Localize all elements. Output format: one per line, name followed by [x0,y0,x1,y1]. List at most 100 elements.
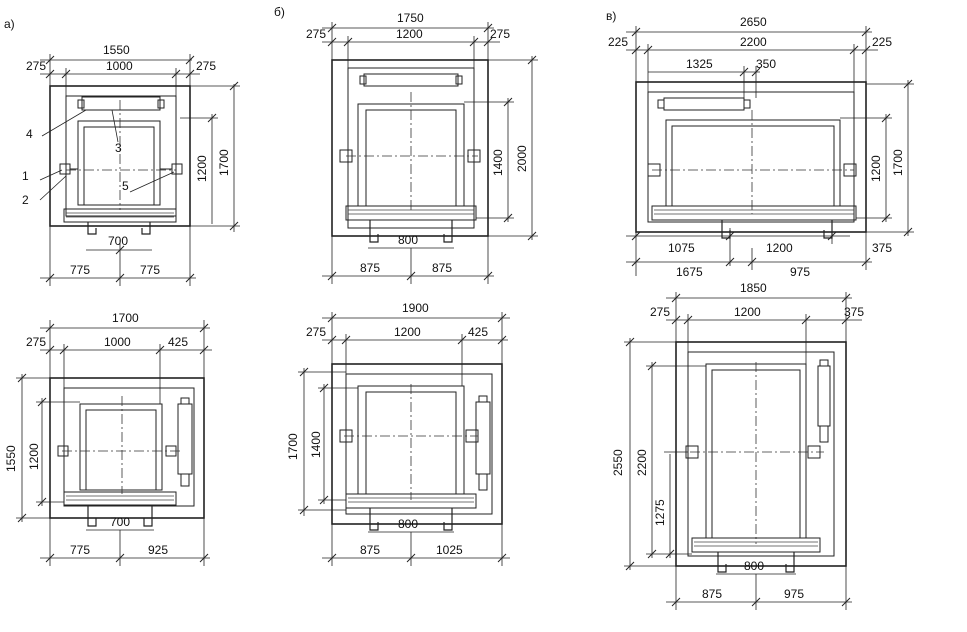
dim-b1-top-total: 1750 [397,11,424,25]
dimension-tick [115,273,125,283]
panel-label-a: а) [4,17,15,31]
dim-b1-right-total: 2000 [515,145,529,172]
counterweight [663,97,745,111]
dimension-tick [751,67,761,77]
dimension-tick [671,293,681,303]
dimension-tick [631,27,641,37]
dimension-tick [327,271,337,281]
dim-a2-top-inner: 1000 [104,335,131,349]
dim-v2-bottom-left: 875 [702,587,722,601]
guide-rail-left [59,163,71,175]
shaft-inner-wall [345,373,493,515]
dimension-tick [327,37,337,47]
dim-b2-left-total: 1700 [286,433,300,460]
dimension-tick [881,213,891,223]
dim-b1-top-right: 275 [490,27,510,41]
dim-b1-door: 800 [398,233,418,247]
dimension-tick [631,257,641,267]
dim-v1-right-inner: 1200 [869,155,883,182]
door-strip [651,205,857,221]
dimension-tick [497,313,507,323]
shaft-inner-wall [63,387,195,507]
dim-v1-top-sub-right: 350 [756,57,776,71]
dimension-tick [751,597,761,607]
dim-a1-top-total: 1550 [103,43,130,57]
dimension-tick [625,337,635,347]
dimension-tick [631,45,641,55]
shaft-outer-wall [675,341,847,567]
dimension-tick [903,79,913,89]
dimension-tick [327,23,337,33]
dimension-tick [319,495,329,505]
dim-b2-top-left: 275 [306,325,326,339]
dimension-tick [739,67,749,77]
dimension-tick [406,553,416,563]
shaft-outer-wall [49,85,191,227]
dimension-tick [861,45,871,55]
dimension-tick [229,81,239,91]
dimension-tick [59,345,69,355]
dimension-tick [503,213,513,223]
dimension-tick [457,335,467,345]
plan-a2: 1700 1000 275 425 1550 1200 700 775 925 [4,311,212,566]
dim-b1-bottom-right: 875 [432,261,452,275]
dim-b2-left-inner: 1400 [309,431,323,458]
shaft-outer-wall [49,377,205,519]
door-strip [345,493,477,509]
dimension-tick [229,221,239,231]
dimension-tick [185,273,195,283]
dimension-tick [155,345,165,355]
dim-v1-top-left: 225 [608,35,628,49]
dimension-tick [45,553,55,563]
dimension-tick [903,227,913,237]
shaft-inner-wall [65,95,177,217]
dimension-tick [343,37,353,47]
counterweight [81,96,161,111]
dim-a2-left-inner: 1200 [27,443,41,470]
dimension-tick [861,27,871,37]
dimension-tick [17,373,27,383]
dimension-tick [497,553,507,563]
dim-b2-top-total: 1900 [402,301,429,315]
dim-b2-top-inner: 1200 [394,325,421,339]
dim-b2-door: 800 [398,517,418,531]
plan-v2: 1850 1200 275 375 2550 2200 1275 800 875… [611,281,864,610]
dimension-tick [115,553,125,563]
dimension-tick [647,361,657,371]
dimension-tick [207,113,217,123]
dim-v2-left-lower: 1275 [653,499,667,526]
dimension-tick [725,257,735,267]
dimension-tick [647,549,657,559]
dim-v2-top-left: 275 [650,305,670,319]
dim-v1-top-inner: 2200 [740,35,767,49]
plan-b2: 1900 1200 275 425 1700 1400 800 875 1025 [286,301,510,566]
dim-a1-bottom-left: 775 [70,263,90,277]
dimension-tick [483,271,493,281]
car-cabin [665,119,841,207]
dimension-tick [483,23,493,33]
dim-b1-top-inner: 1200 [396,27,423,41]
dim-v2-left-inner: 2200 [635,449,649,476]
dim-v1-right-total: 1700 [891,149,905,176]
dimension-tick [503,97,513,107]
dimension-tick [406,271,416,281]
dim-v2-bottom-right: 975 [784,587,804,601]
dim-a1-top-right: 275 [196,59,216,73]
dim-b2-bottom-left: 875 [360,543,380,557]
dimension-tick [497,335,507,345]
dimension-tick [115,245,125,255]
dimension-tick [45,273,55,283]
dim-b2-top-right: 425 [468,325,488,339]
dim-a2-top-left: 275 [26,335,46,349]
shaft-inner-wall [687,351,835,557]
dimension-tick [199,553,209,563]
callout-2: 2 [22,193,29,207]
counterweight [177,403,193,475]
car-cabin [79,403,163,491]
door-strip [691,537,821,553]
dimension-tick [861,257,871,267]
plan-a1: а) 4 3 1 5 2 15 [4,17,240,286]
dim-v2-top-right: 375 [844,305,864,319]
dimension-tick [17,513,27,523]
dim-a1-bottom-right: 775 [140,263,160,277]
